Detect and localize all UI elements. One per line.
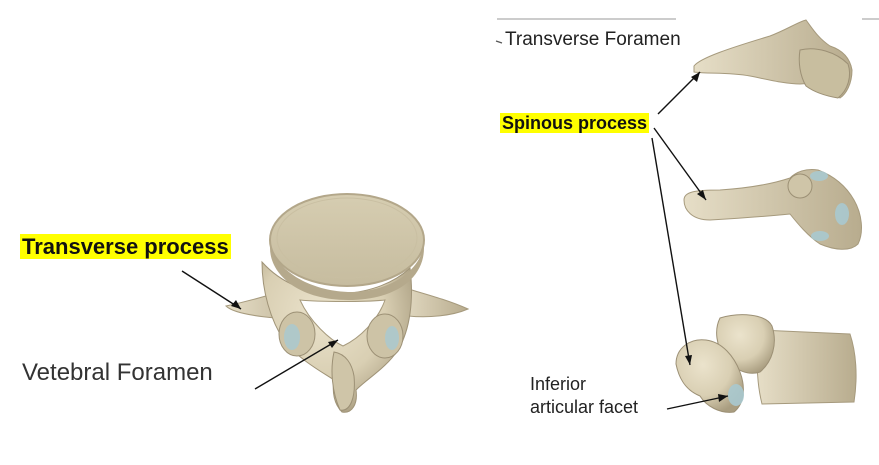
arrowhead-vertebral-foramen [328,340,338,348]
vertebra-superior-view [224,193,470,413]
spinous-process-middle [683,169,862,250]
vertebra-lateral-top [693,19,853,99]
left-articular-facet [284,324,300,350]
articular-facet-middle-lower [811,231,829,241]
pointer-inferior-facet [666,395,729,410]
articular-facet-middle-side [835,203,849,225]
vertebra-top-body [798,48,851,99]
articular-facet-middle-upper [810,171,828,181]
label-spinous-process: Spinous process [500,113,650,134]
vertebral-body [269,193,425,287]
label-vertebral-foramen: Vetebral Foramen [22,359,213,386]
label-inferior-line1: Inferior [530,374,587,394]
label-transverse-foramen: Transverse Foramen [505,29,681,50]
arrowhead-spinous-middle [697,190,706,200]
pointer-lines [181,71,729,410]
label-transverse-process: Transverse process [20,234,231,259]
label-inferior-line2: articular facet [530,397,639,418]
transverse-process-knob [787,173,813,199]
pointer-vertebral-foramen [254,339,339,390]
vertebral-body-rim [276,197,418,279]
vertebra-lateral-middle [683,169,862,250]
pointer-spinous-middle [653,127,707,201]
label-spinous-process-text: Spinous process [500,113,650,133]
pointer-spinous-bottom [651,137,691,366]
arrowhead-inferior-facet [718,394,728,402]
vertebra-lateral-bottom [675,314,857,413]
arrowhead-spinous-bottom [685,355,692,365]
spinous-process-posterior [331,351,355,411]
inferior-articular-facet [728,384,744,406]
arrowhead-spinous-top [691,72,700,82]
pointer-spinous-top [657,71,701,115]
tick-mark [495,40,503,44]
arrowheads [231,72,728,402]
right-articular-facet [385,326,399,350]
vertebral-body-side [270,240,424,300]
arrowhead-transverse-process [231,300,241,309]
pointer-transverse-process [181,270,242,310]
label-inferior-articular-facet: Inferior articular facet [530,373,638,420]
label-transverse-process-text: Transverse process [20,234,231,259]
